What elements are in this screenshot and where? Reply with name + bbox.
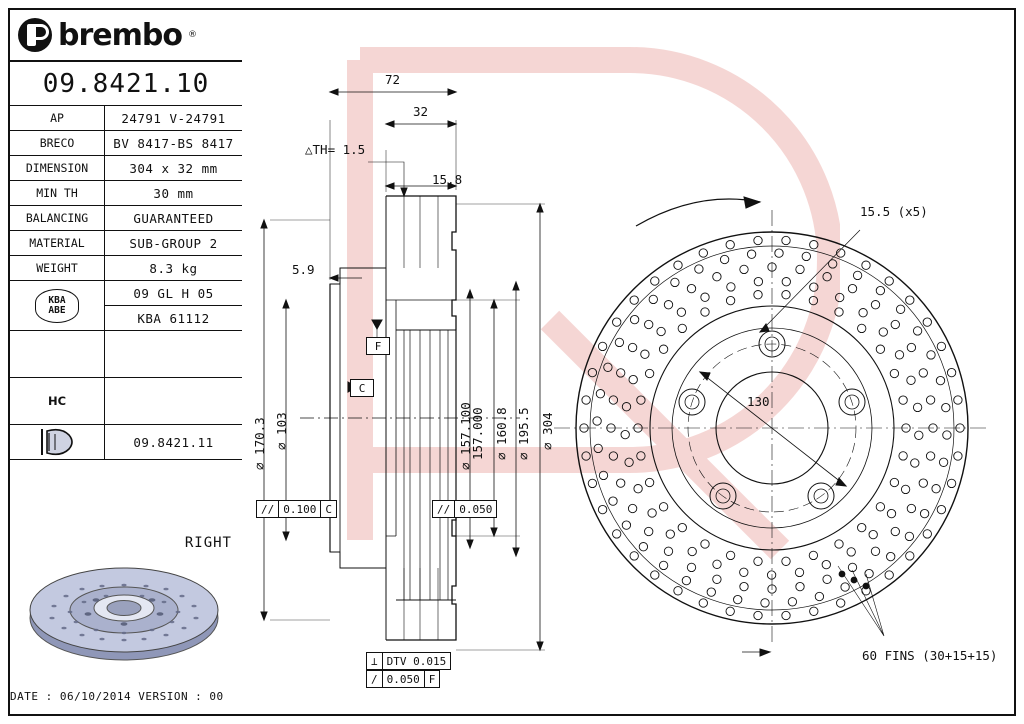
kba-line2: ABE — [48, 304, 66, 316]
spec-key: WEIGHT — [10, 255, 105, 281]
part-number-top: 09.8421.10 — [10, 62, 242, 106]
sheet-border — [8, 8, 1016, 716]
bolt-circle-dim: 130 — [747, 394, 770, 409]
tolerance-value: 0.050 — [386, 672, 420, 686]
hc-label: HC — [10, 377, 105, 425]
tolerance-symbol: ⊥ — [367, 653, 383, 669]
spec-value: 24791 V-24791 — [104, 106, 242, 131]
tolerance-symbol: / — [367, 671, 383, 687]
dia-195-5: ⌀ 195.5 — [516, 407, 531, 460]
datum-c: C — [350, 379, 374, 397]
table-row-kba2: KBA 61112 — [10, 305, 242, 331]
table-row: AP 24791 V-24791 — [10, 106, 242, 131]
footer-date: DATE : 06/10/2014 VERSION : 00 — [10, 690, 224, 703]
tolerance-profile: / 0.050 F — [366, 670, 441, 688]
spec-value: 8.3 kg — [104, 255, 242, 281]
chamfer-note: 15.5 (x5) — [860, 204, 928, 219]
table-row-part2: 09.8421.11 — [10, 424, 242, 460]
dim-th-tolerance: △TH= 1.5 — [305, 142, 366, 157]
caliper-icon-cell — [10, 424, 105, 460]
caliper-icon — [41, 428, 73, 456]
dia-170-3: ⌀ 170.3 — [252, 417, 267, 470]
registered-mark: ® — [187, 30, 197, 40]
tolerance-value: DTV 0.015 — [386, 654, 447, 668]
tolerance-value: 0.050 — [459, 502, 493, 516]
spec-key: BALANCING — [10, 205, 105, 231]
dim-15-8: 15.8 — [432, 172, 463, 187]
spec-key: MIN TH — [10, 180, 105, 206]
table-row: BRECO BV 8417-BS 8417 — [10, 130, 242, 156]
brand-name: brembo — [58, 17, 183, 53]
kba-value-2: KBA 61112 — [104, 305, 242, 331]
kba-badge-cell: KBA ABE — [10, 280, 105, 331]
tolerance-symbol: // — [433, 501, 456, 517]
dia-160-8: ⌀ 160.8 — [494, 407, 509, 460]
side-label: RIGHT — [184, 535, 232, 551]
datum-f-label: F — [374, 339, 382, 353]
spec-value: 304 x 32 mm — [104, 155, 242, 181]
datum-c-label: C — [358, 381, 366, 395]
dim-hat-width: 32 — [413, 104, 429, 119]
spec-key: MATERIAL — [10, 230, 105, 256]
tolerance-runout: // 0.050 — [432, 500, 498, 518]
dia-304: ⌀ 304 — [540, 412, 555, 450]
spec-value: GUARANTEED — [104, 205, 242, 231]
spec-table: AP 24791 V-24791 BRECO BV 8417-BS 8417 D… — [10, 106, 242, 460]
table-row-hc: HC — [10, 377, 242, 425]
tolerance-value: 0.100 — [283, 502, 317, 516]
tolerance-flatness: // 0.100 C — [256, 500, 337, 518]
kba-line1: KBA — [48, 294, 66, 306]
blank-key — [10, 330, 105, 378]
spec-value: 30 mm — [104, 180, 242, 206]
tolerance-datum: F — [423, 671, 440, 687]
table-row: DIMENSION 304 x 32 mm — [10, 155, 242, 181]
table-row: MATERIAL SUB-GROUP 2 — [10, 230, 242, 256]
dim-5-9: 5.9 — [292, 262, 315, 277]
fins-note: 60 FINS (30+15+15) — [862, 648, 998, 663]
spec-value: SUB-GROUP 2 — [104, 230, 242, 256]
table-row-kba: KBA ABE 09 GL H 05 — [10, 280, 242, 331]
dia-157-000: 157.000 — [470, 407, 485, 460]
blank-value — [104, 330, 242, 378]
spec-key: AP — [10, 106, 105, 131]
part-number-bottom: 09.8421.11 — [104, 424, 242, 460]
spec-key: DIMENSION — [10, 155, 105, 181]
table-row: MIN TH 30 mm — [10, 180, 242, 206]
kba-abe-badge: KBA ABE — [35, 288, 79, 323]
tolerance-dtv: ⊥ DTV 0.015 — [366, 652, 452, 670]
product-photo — [26, 556, 222, 666]
brand-logo: brembo ® — [10, 10, 242, 62]
brembo-logo-icon — [18, 18, 52, 52]
table-row: WEIGHT 8.3 kg — [10, 255, 242, 281]
datum-f: F — [366, 337, 390, 355]
tolerance-datum: C — [320, 501, 336, 517]
dim-overall-width: 72 — [385, 72, 401, 87]
dia-103: ⌀ 103 — [274, 412, 289, 450]
table-row: BALANCING GUARANTEED — [10, 205, 242, 231]
spec-key: BRECO — [10, 130, 105, 156]
spec-value: BV 8417-BS 8417 — [104, 130, 242, 156]
tolerance-symbol: // — [257, 501, 280, 517]
kba-value-1: 09 GL H 05 — [104, 280, 242, 306]
hc-value — [104, 377, 242, 425]
table-row-blank — [10, 330, 242, 378]
